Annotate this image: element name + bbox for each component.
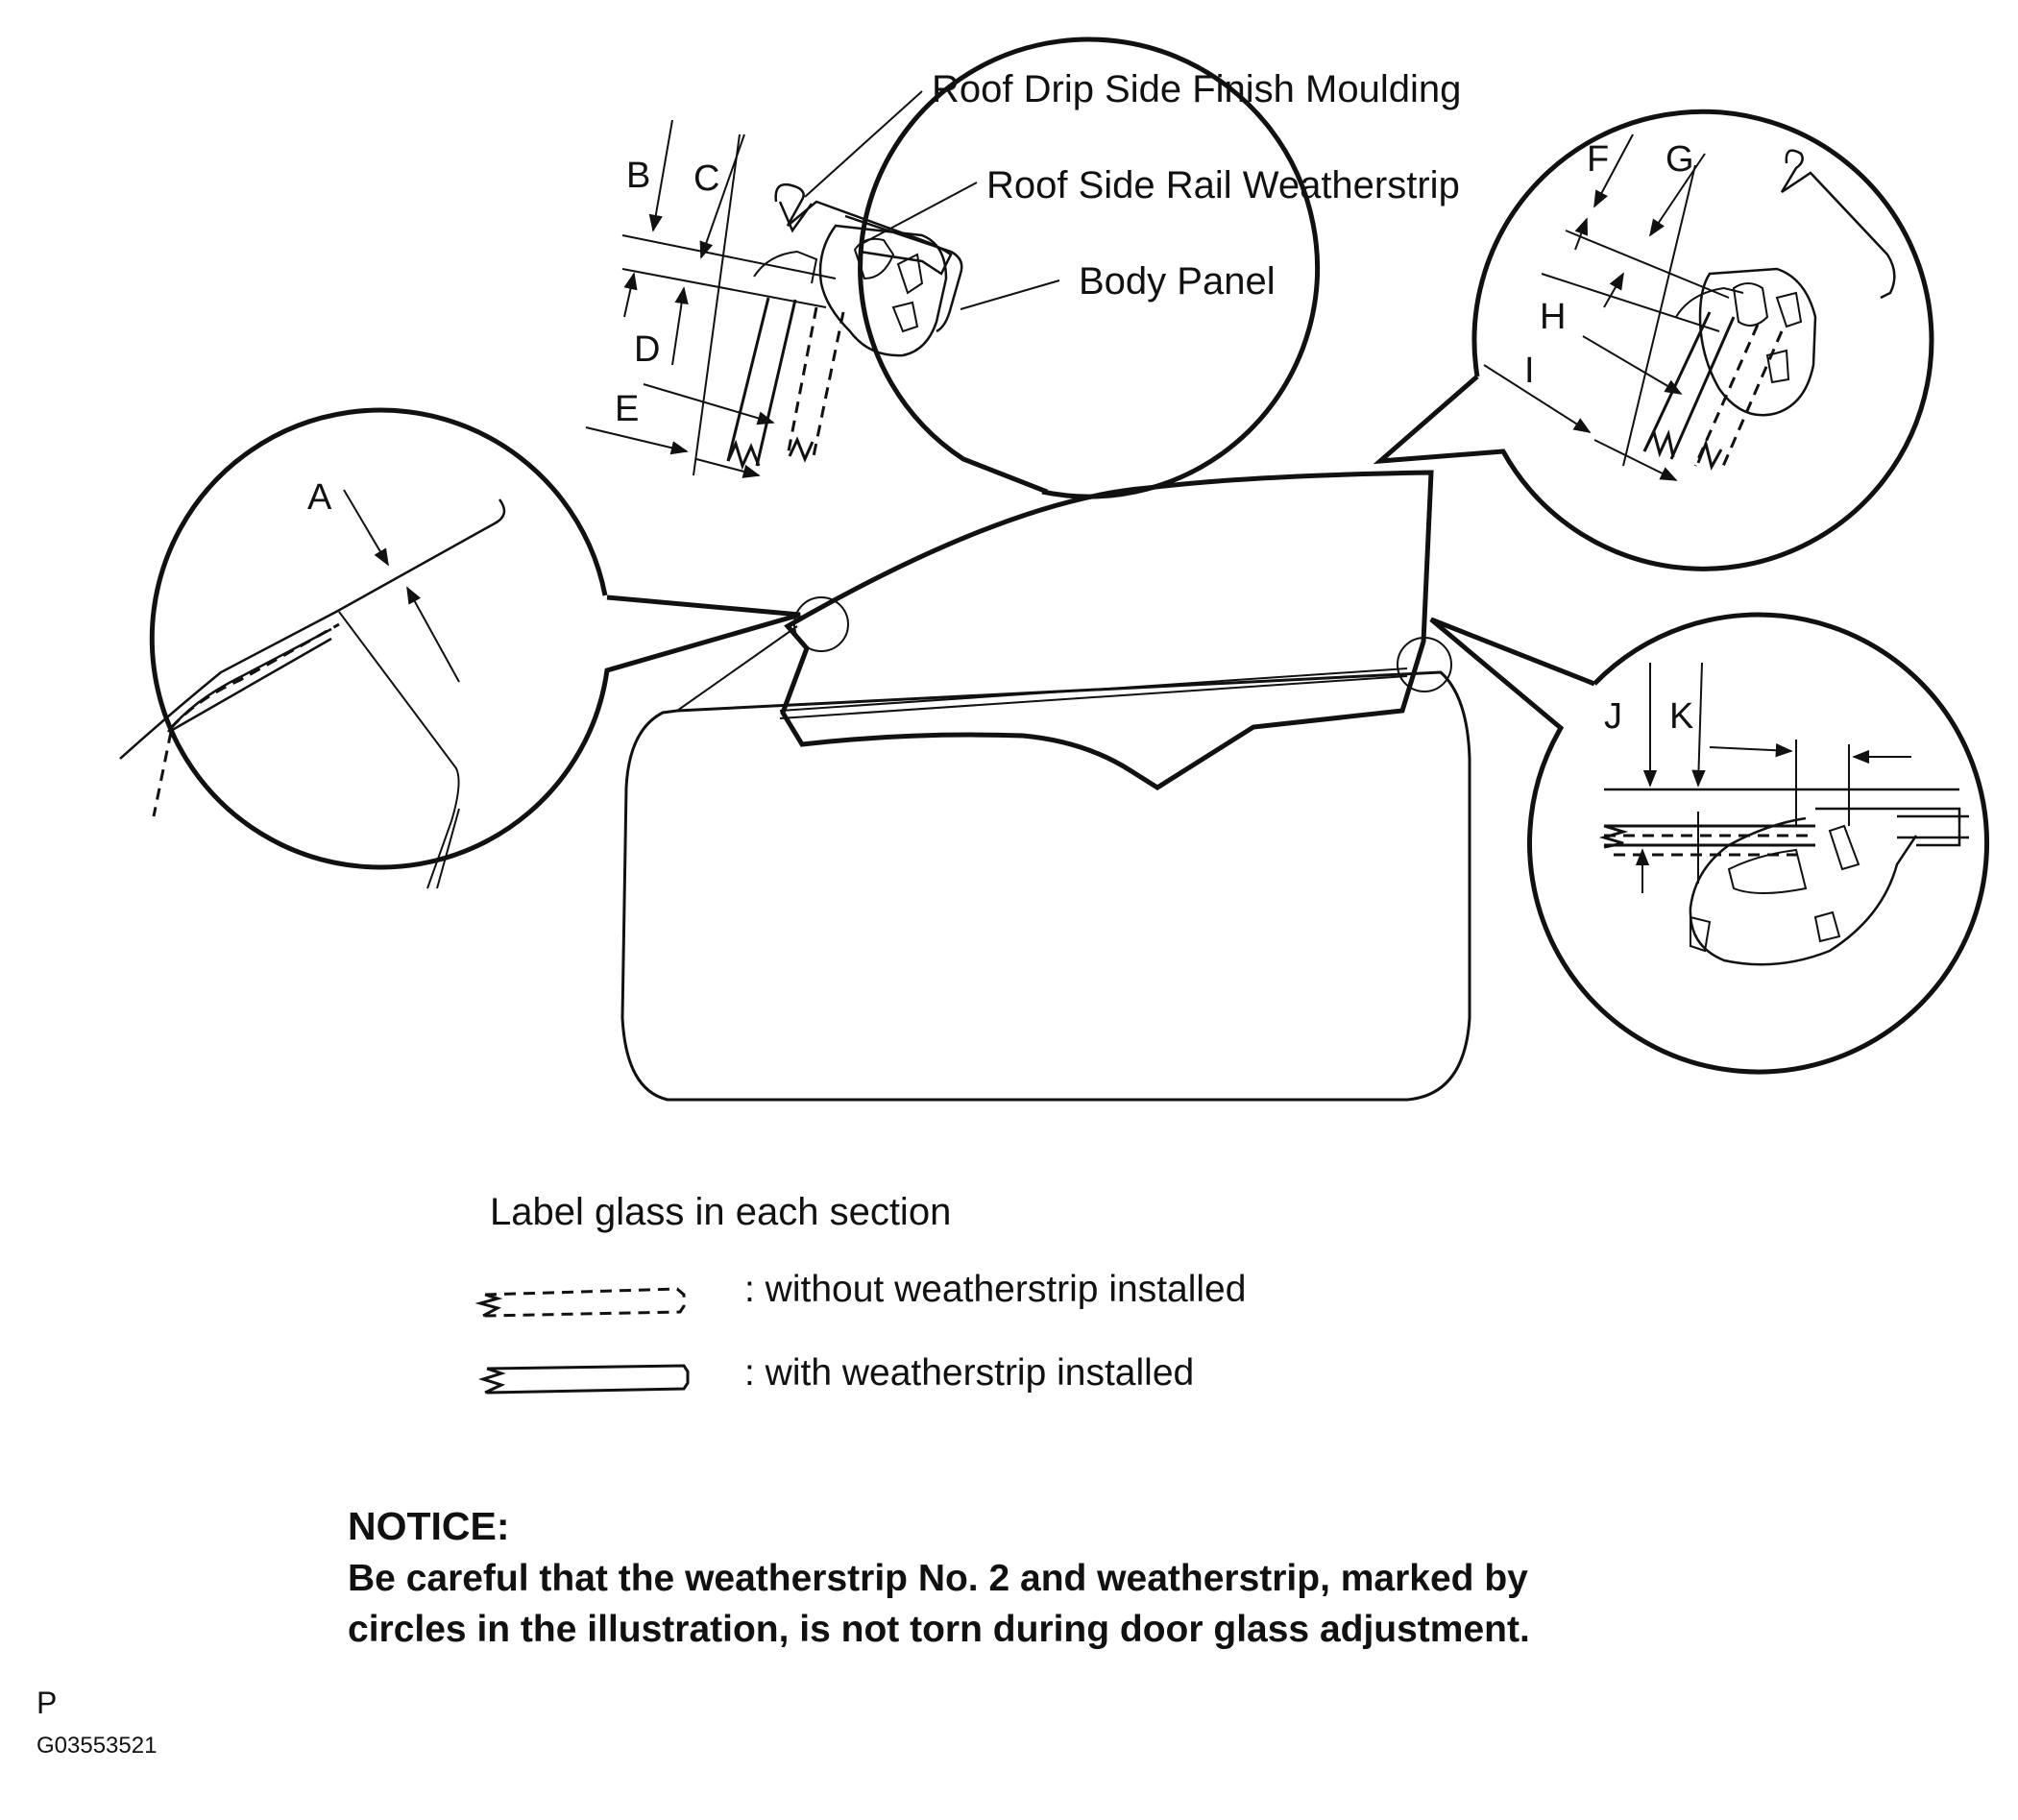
legend-title: Label glass in each section — [490, 1191, 951, 1233]
detail-circle-jk — [1429, 612, 1990, 1075]
weatherstrip-marker-circles — [793, 596, 1452, 692]
legend-label-with: : with weatherstrip installed — [744, 1352, 1194, 1394]
dim-label-b: B — [626, 156, 650, 196]
dim-label-g: G — [1665, 139, 1694, 180]
detail-circle-fghi — [1373, 109, 1934, 571]
dim-label-a: A — [307, 477, 332, 518]
door-glass — [676, 470, 1434, 790]
callout-body-panel: Body Panel — [1079, 260, 1276, 303]
legend-symbol-with-weatherstrip — [478, 1364, 690, 1395]
legend-symbol-without-weatherstrip — [474, 1287, 686, 1318]
notice-heading: NOTICE: — [348, 1504, 510, 1548]
dim-label-c: C — [693, 158, 719, 199]
callout-roof-side-rail-weatherstrip: Roof Side Rail Weatherstrip — [986, 164, 1460, 206]
dim-label-d: D — [634, 329, 660, 370]
footer-letter: P — [36, 1686, 57, 1720]
callout-roof-drip-moulding: Roof Drip Side Finish Moulding — [932, 68, 1461, 110]
detail-circle-a — [119, 407, 801, 889]
notice-line-2: circles in the illustration, is not torn… — [348, 1609, 1530, 1650]
dim-label-j: J — [1604, 696, 1622, 737]
dim-label-e: E — [615, 389, 639, 429]
detail-circle-bcde — [585, 36, 1321, 499]
footer-figure-code: G03553521 — [36, 1733, 157, 1759]
dim-label-k: K — [1669, 696, 1693, 737]
legend-label-without: : without weatherstrip installed — [744, 1269, 1246, 1310]
dim-label-f: F — [1587, 139, 1609, 180]
door-outline — [620, 670, 1471, 1102]
dim-label-i: I — [1524, 351, 1535, 391]
notice-line-1: Be careful that the weatherstrip No. 2 a… — [348, 1558, 1528, 1599]
dim-label-h: H — [1540, 297, 1566, 337]
